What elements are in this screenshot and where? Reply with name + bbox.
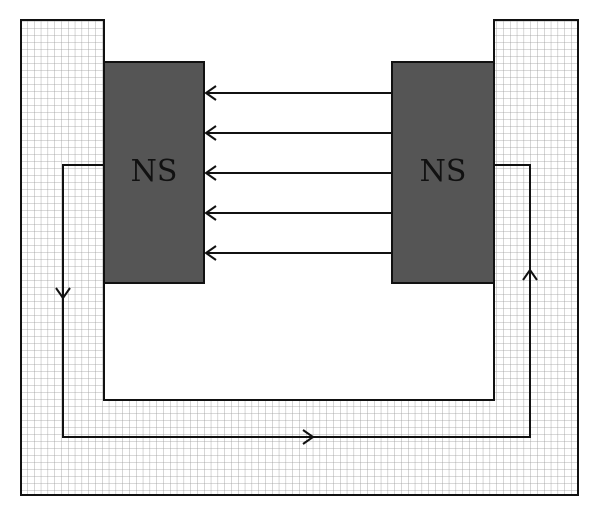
flux-path-line (62, 164, 531, 438)
flux-path (55, 164, 538, 445)
arrow-left-icon (204, 245, 217, 261)
arrow-left-icon (204, 85, 217, 101)
field-line (204, 205, 392, 221)
field-line (204, 165, 392, 181)
arrow-left-icon (204, 165, 217, 181)
field-lines (204, 85, 392, 261)
arrow-up-icon (522, 268, 538, 281)
left-magnet (103, 61, 205, 284)
left-magnet-label: NS (131, 154, 178, 189)
field-line (204, 245, 392, 261)
right-magnet-label: NS (420, 154, 467, 189)
arrow-left-icon (204, 205, 217, 221)
field-line (204, 125, 392, 141)
arrow-right-icon (302, 429, 315, 445)
arrow-left-icon (204, 125, 217, 141)
field-line (204, 85, 392, 101)
arrow-down-icon (55, 287, 71, 300)
